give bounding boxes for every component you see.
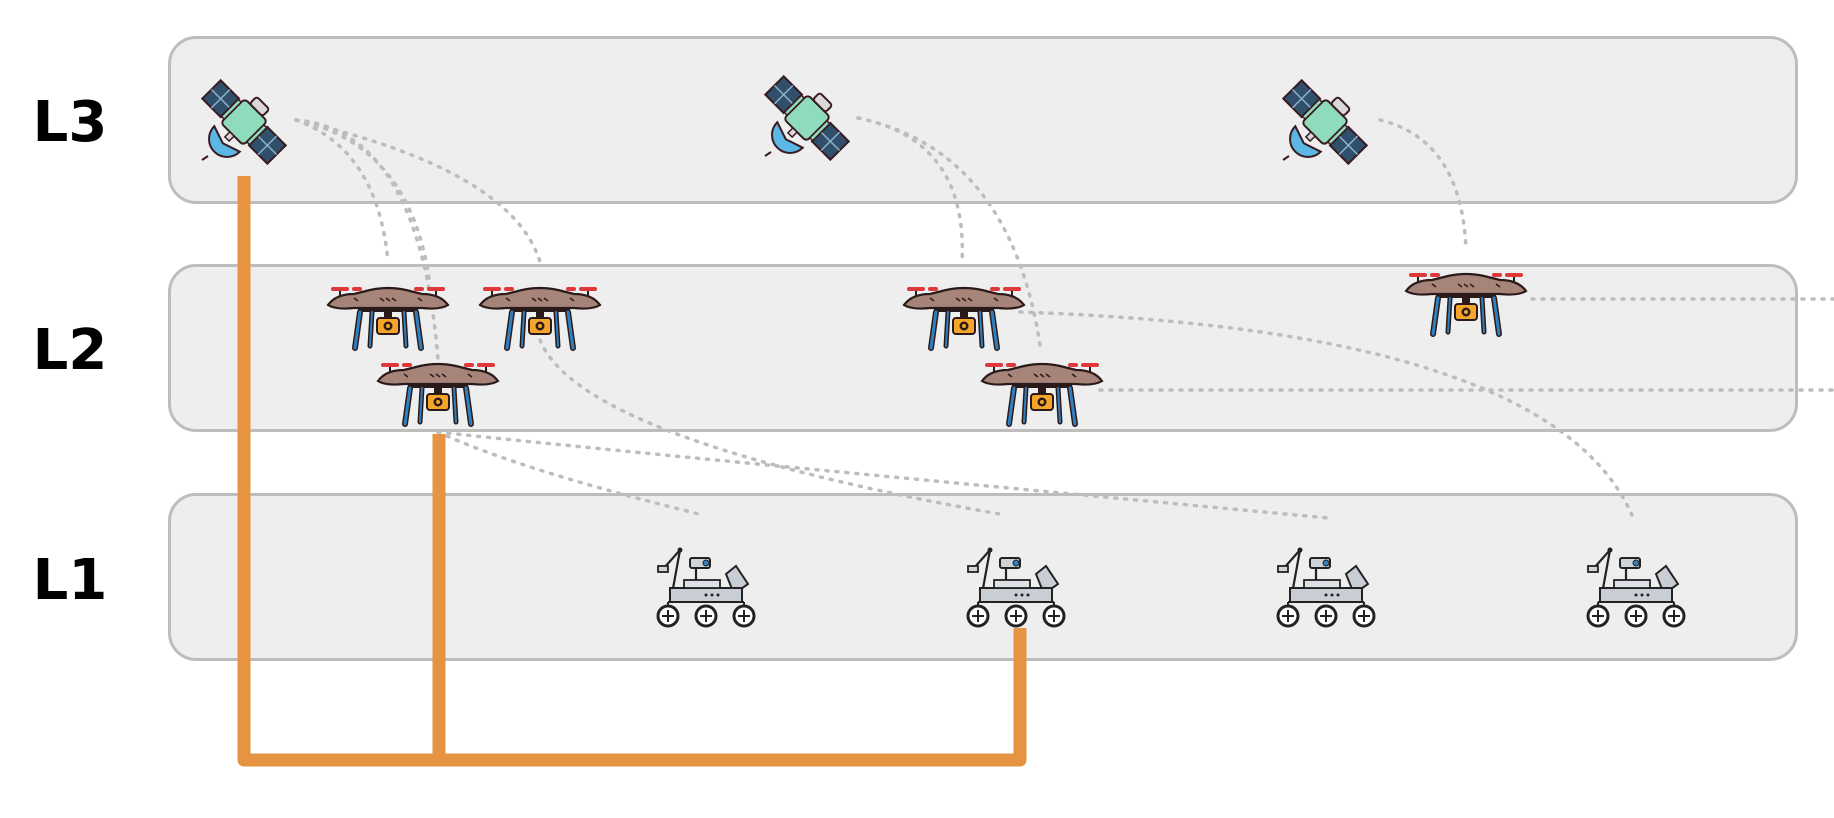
rover-icon [966,546,1066,628]
dotted-links [294,116,1834,520]
layer-label-l2: L2 [32,318,108,383]
satellite-icon [1261,69,1378,186]
link [1018,310,1634,517]
link [436,430,1330,520]
rover-icon [656,546,756,628]
layer-panel-l3 [168,36,1798,204]
link [294,118,390,264]
satellite-icon [180,69,297,186]
drone-icon [1406,274,1526,334]
drone-icon [378,364,498,424]
rover-icon [1276,546,1376,628]
rover-icon [1586,546,1686,628]
link [436,430,705,517]
drone-icon [904,288,1024,348]
link [294,118,440,362]
link [1378,118,1468,252]
link [294,118,542,264]
link [538,338,1007,517]
drone-icon [982,364,1102,424]
link [856,116,965,264]
route-path [237,176,1027,767]
satellite-icon [743,65,860,182]
layer-label-l3: L3 [32,90,108,155]
link [294,118,432,287]
drone-icon [328,288,448,348]
layer-label-l1: L1 [32,548,108,613]
link [856,116,1042,347]
